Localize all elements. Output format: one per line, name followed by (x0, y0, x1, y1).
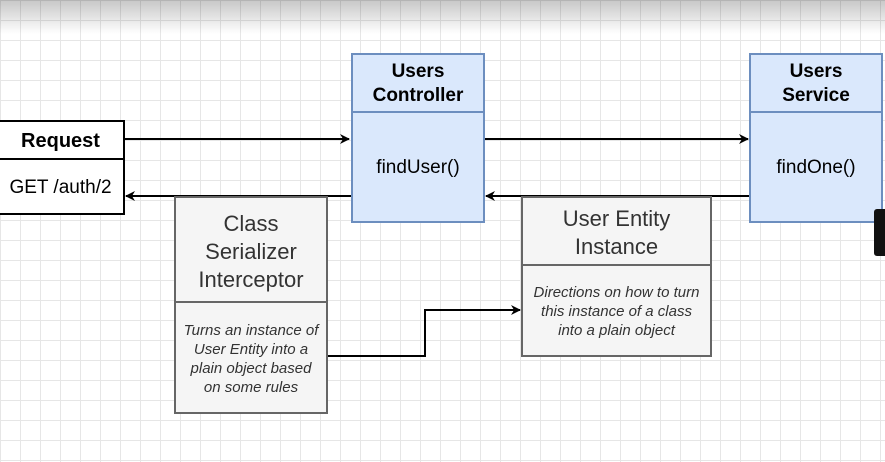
request-divider (0, 158, 123, 160)
user-entity-instance-note: Directions on how to turn this instance … (533, 284, 700, 339)
request-title: Request (21, 129, 100, 152)
side-panel-tab[interactable] (874, 209, 885, 256)
top-shadow (0, 0, 885, 34)
class-serializer-interceptor-note: Turns an instance of User Entity into a … (183, 321, 319, 396)
class-serializer-interceptor-title: Class Serializer Interceptor (198, 211, 304, 292)
user-entity-instance-divider (523, 264, 710, 266)
users-service-box: Users Service findOne() (749, 53, 883, 223)
user-entity-instance-title: User Entity Instance (562, 206, 671, 259)
user-entity-instance-box: User Entity Instance Directions on how t… (521, 196, 712, 357)
users-service-divider (751, 111, 881, 113)
users-service-title: Users Service (782, 60, 850, 106)
users-controller-divider (353, 111, 483, 113)
request-box: Request GET /auth/2 (0, 120, 125, 215)
users-controller-method: findUser() (376, 157, 460, 178)
request-body: GET /auth/2 (9, 176, 112, 198)
class-serializer-interceptor-divider (176, 301, 326, 303)
users-controller-box: Users Controller findUser() (351, 53, 485, 223)
users-controller-title: Users Controller (372, 60, 464, 106)
class-serializer-interceptor-box: Class Serializer Interceptor Turns an in… (174, 196, 328, 414)
arrow-serializer-to-entity (328, 305, 521, 357)
users-service-method: findOne() (776, 157, 856, 178)
